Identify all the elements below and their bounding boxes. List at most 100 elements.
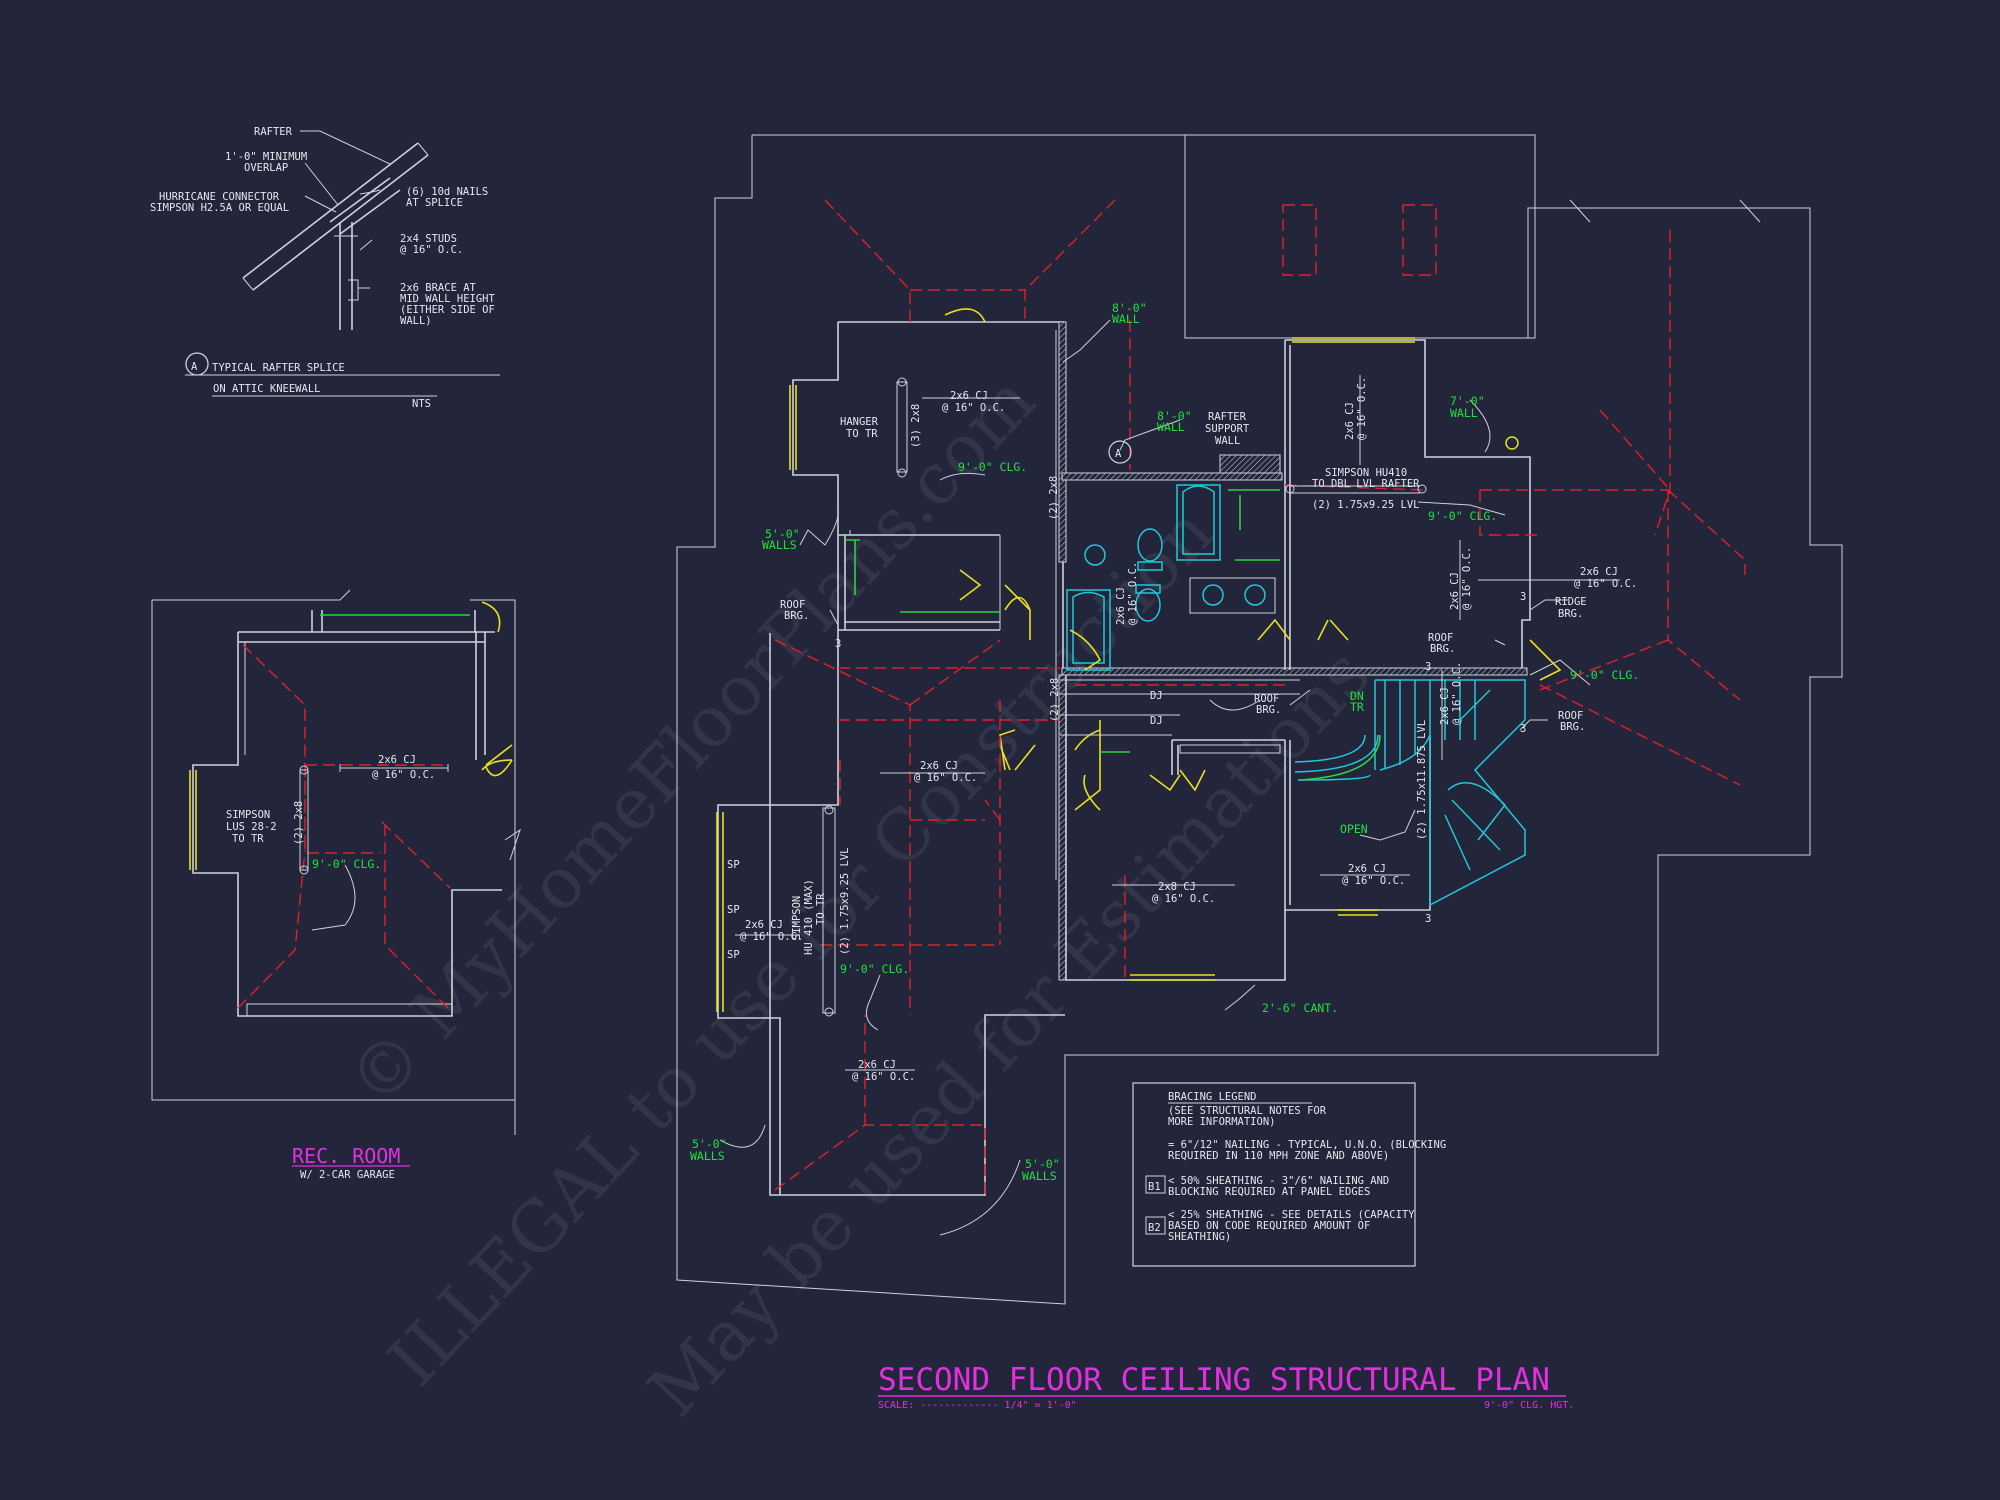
windows	[716, 308, 1562, 1012]
legend-line-3b: BASED ON CODE REQUIRED AMOUNT OF	[1168, 1220, 1370, 1232]
rec-room-subtitle: W/ 2-CAR GARAGE	[300, 1169, 395, 1181]
plan-scale: SCALE: ------------- 1/4" = 1'-0"	[878, 1400, 1077, 1411]
rec-cj: 2x6 CJ	[378, 754, 416, 766]
hanger-label-1: HANGER	[840, 416, 879, 428]
post-3-c: 3	[1425, 913, 1431, 925]
cj-label-4: 2x6 CJ	[1348, 863, 1386, 875]
beam-3-2x8: (3) 2x8	[910, 404, 922, 448]
beam-2x8-vert-b: (2) 2x8	[1049, 678, 1061, 722]
roof-brg-4b: BRG.	[1560, 721, 1585, 733]
rec-room-plan: 2x6 CJ @ 16" O.C. SIMPSON LUS 28-2 TO TR…	[151, 589, 521, 1181]
legend-sub-2: MORE INFORMATION)	[1168, 1116, 1275, 1128]
post-3-e: 3	[1425, 661, 1431, 673]
rec-hip-lines	[237, 644, 451, 1009]
simpson-vert-2: HU 410 (MAX)	[803, 879, 815, 955]
wall5-a2: WALLS	[762, 538, 797, 552]
note-hurricane-2: SIMPSON H2.5A OR EQUAL	[150, 202, 289, 214]
roof-brg-1b: BRG.	[784, 610, 809, 622]
note-nails-2: AT SPLICE	[406, 197, 463, 209]
hatched-wall-d	[1061, 472, 1283, 481]
rafter-wall-1: RAFTER	[1208, 411, 1247, 423]
cj-vert-2: 2x6 CJ	[1449, 572, 1461, 610]
cj-label-2: 2x6 CJ	[1580, 566, 1618, 578]
clg-1: 9'-0" CLG.	[958, 460, 1027, 474]
grid-a: A	[1115, 448, 1122, 460]
roof-brg-3a: ROOF	[1254, 693, 1279, 705]
beam-hangers	[822, 377, 1519, 1017]
legend-box	[1132, 1082, 1416, 1267]
bath-fixtures	[1066, 484, 1280, 671]
wall8-a2: WALL	[1112, 312, 1140, 326]
note-brace-1: 2x6 BRACE AT	[400, 282, 477, 294]
legend-b1: B1	[1148, 1181, 1161, 1193]
dj-2: DJ	[1150, 715, 1163, 727]
clg-4: 9'-0" CLG.	[840, 962, 909, 976]
stair	[1294, 679, 1526, 907]
legend-title: BRACING LEGEND	[1168, 1091, 1257, 1103]
hatched-wall-a	[1058, 321, 1067, 563]
cj-vert-2-oc: @ 16" O.C.	[1461, 547, 1473, 610]
wall8-b2: WALL	[1157, 420, 1185, 434]
legend-b2: B2	[1148, 1222, 1161, 1234]
cj-oc-3: @ 16" O.C.	[914, 772, 977, 784]
cj-vert-1: 2x6 CJ	[1344, 402, 1356, 440]
rec-window	[189, 770, 197, 870]
note-brace-4: WALL)	[400, 315, 432, 327]
cj-oc-1: @ 16" O.C.	[942, 402, 1005, 414]
note-studs-2: @ 16" O.C.	[400, 244, 463, 256]
lvl-b: (2) 1.75x11.875 LVL	[1416, 720, 1428, 840]
wall5-b2: WALLS	[690, 1149, 725, 1163]
wall5-c2: WALLS	[1022, 1169, 1057, 1183]
roof-brg-3b: BRG.	[1256, 704, 1281, 716]
cj-oc-2: @ 16" O.C.	[1574, 578, 1637, 590]
detail-rafter-splice: RAFTER 1'-0" MINIMUM OVERLAP HURRICANE C…	[150, 126, 500, 410]
detail-title-line-1: TYPICAL RAFTER SPLICE	[212, 362, 345, 374]
note-brace-3: (EITHER SIDE OF	[400, 304, 495, 316]
wall7-2: WALL	[1450, 406, 1478, 420]
wall5-b1: 5'-0"	[692, 1137, 727, 1151]
note-overlap-1: 1'-0" MINIMUM	[225, 151, 307, 163]
open-label: OPEN	[1340, 822, 1368, 836]
ridge-brg-2: BRG.	[1558, 608, 1583, 620]
note-brace-2: MID WALL HEIGHT	[400, 293, 496, 305]
simpson-hu410-2: TO DBL LVL RAFTER	[1312, 478, 1420, 490]
roof-outline	[676, 134, 1843, 1305]
legend-line-3c: SHEATHING)	[1168, 1231, 1231, 1243]
cj-label-6: 2x6 CJ	[858, 1059, 896, 1071]
hanger-label-2: TO TR	[846, 428, 878, 440]
detail-title-line-2: ON ATTIC KNEEWALL	[213, 383, 320, 395]
roof-brg-2a: ROOF	[1428, 632, 1453, 644]
lvl-c: (2) 1.75x9.25 LVL	[839, 848, 851, 955]
dj-1: DJ	[1150, 690, 1163, 702]
cj-oc-6: @ 16" O.C.	[852, 1071, 915, 1083]
sp-2: SP	[727, 904, 740, 916]
note-hurricane-1: HURRICANE CONNECTOR	[159, 191, 280, 203]
legend-line-1a: = 6"/12" NAILING - TYPICAL, U.N.O. (BLOC…	[1168, 1139, 1446, 1151]
cj8-oc: @ 16" O.C.	[1152, 893, 1215, 905]
cj-vert-4-oc: @ 16" O.C.	[1451, 662, 1463, 725]
upper-right-rooms	[1065, 339, 1531, 981]
legend-line-3a: < 25% SHEATHING - SEE DETAILS (CAPACITY	[1168, 1209, 1415, 1221]
ridge-brg-1: RIDGE	[1555, 596, 1587, 608]
rafter-wall-3: WALL	[1215, 435, 1240, 447]
note-studs-1: 2x4 STUDS	[400, 233, 457, 245]
roof-brg-1a: ROOF	[780, 599, 805, 611]
cj8-label: 2x8 CJ	[1158, 881, 1196, 893]
cj-label-5: 2x6 CJ	[745, 919, 783, 931]
cj-vert-3: 2x6 CJ	[1115, 587, 1127, 625]
plan-title: SECOND FLOOR CEILING STRUCTURAL PLAN	[878, 1362, 1550, 1398]
rec-clg: 9'-0" CLG.	[312, 857, 381, 871]
post-3-d: 3	[1520, 723, 1526, 735]
legend-line-1b: REQUIRED IN 110 MPH ZONE AND ABOVE)	[1168, 1150, 1389, 1162]
kneewall-studs	[339, 222, 353, 330]
note-nails-1: (6) 10d NAILS	[406, 186, 488, 198]
garage-outline	[151, 589, 516, 1135]
rec-cj-oc: @ 16" O.C.	[372, 769, 435, 781]
rec-room-walls	[192, 631, 502, 1017]
rec-simpson-3: TO TR	[232, 833, 264, 845]
wall7-1: 7'-0"	[1450, 394, 1485, 408]
post-3-a: 3	[835, 638, 841, 650]
cj-vert-1-oc: @ 16" O.C.	[1356, 377, 1368, 440]
rec-simpson-1: SIMPSON	[226, 809, 270, 821]
